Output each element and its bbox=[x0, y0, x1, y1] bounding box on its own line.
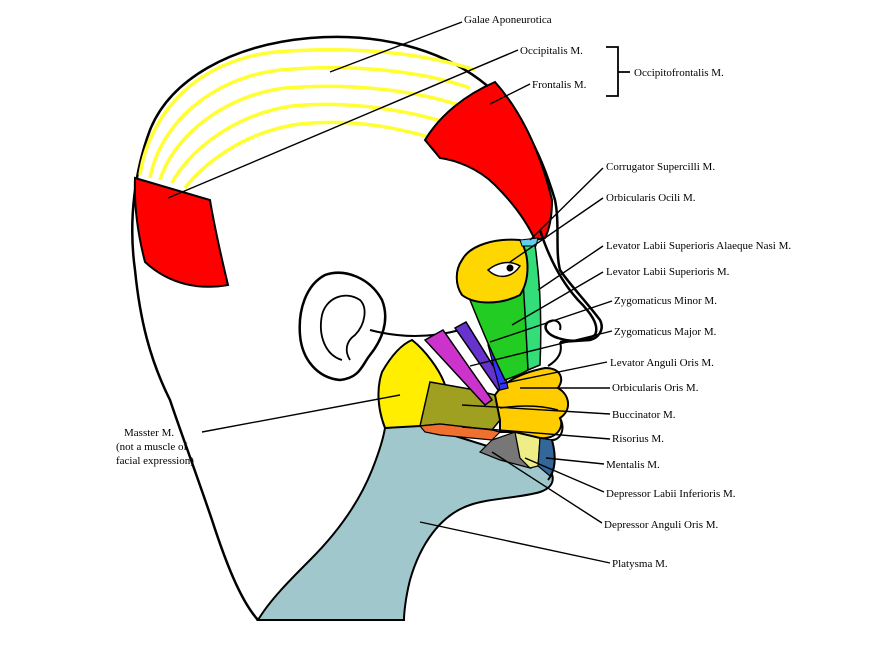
galea-aponeurotica bbox=[138, 47, 476, 190]
label-depressor-labii: Depressor Labii Inferioris M. bbox=[606, 488, 736, 500]
temple-line bbox=[369, 329, 461, 337]
leader-depressor-labii bbox=[524, 457, 605, 493]
label-mentalis: Mentalis M. bbox=[606, 459, 660, 471]
leader-orbicularis-oculi bbox=[509, 197, 604, 263]
label-frontalis: Frontalis M. bbox=[532, 79, 587, 91]
leader-lines bbox=[167, 21, 613, 564]
leader-corrugator bbox=[529, 167, 604, 241]
orbicularis-oris-muscle bbox=[493, 366, 569, 440]
leader-depressor-anguli bbox=[491, 451, 603, 524]
galea-arc-2 bbox=[148, 65, 471, 179]
galea-arc-4 bbox=[170, 102, 453, 184]
leader-levator-labii bbox=[511, 271, 604, 326]
label-masseter-1: Masster M. bbox=[124, 427, 174, 439]
ear-inner bbox=[320, 294, 366, 361]
head-outline bbox=[131, 35, 603, 621]
label-zyg-minor: Zygomaticus Minor M. bbox=[614, 295, 717, 307]
label-corrugator: Corrugator Supercilli M. bbox=[606, 161, 715, 173]
leader-galea bbox=[329, 21, 463, 73]
label-masseter-2: (not a muscle of bbox=[116, 441, 188, 453]
risorius-muscle bbox=[418, 423, 502, 441]
leader-buccinator bbox=[461, 404, 611, 415]
nose-profile bbox=[538, 229, 598, 342]
galea-arc-3 bbox=[158, 84, 463, 181]
occipitofrontalis-bracket bbox=[606, 46, 630, 97]
label-buccinator: Buccinator M. bbox=[612, 409, 676, 421]
label-masseter-3: facial expression) bbox=[116, 455, 194, 467]
leader-occipitalis bbox=[167, 49, 519, 199]
label-orbicularis-oculi: Orbicularis Ocili M. bbox=[606, 192, 696, 204]
pupil bbox=[506, 264, 514, 272]
label-platysma: Platysma M. bbox=[612, 558, 668, 570]
philtrum-line bbox=[547, 341, 562, 367]
label-levator-anguli: Levator Anguli Oris M. bbox=[610, 357, 714, 369]
occipitalis-muscle bbox=[133, 176, 230, 288]
ear bbox=[298, 271, 387, 382]
label-occipitofrontalis: Occipitofrontalis M. bbox=[634, 67, 724, 79]
leader-masseter bbox=[201, 394, 401, 433]
leader-frontalis bbox=[489, 83, 531, 105]
leader-levator-alaeque bbox=[537, 245, 604, 291]
label-levator-alaeque: Levator Labii Superioris Alaeque Nasi M. bbox=[606, 240, 791, 252]
label-levator-labii: Levator Labii Superioris M. bbox=[606, 266, 730, 278]
platysma-muscle bbox=[256, 423, 554, 621]
leader-risorius bbox=[461, 426, 611, 440]
leader-zyg-major bbox=[469, 330, 613, 367]
galea-arc-5 bbox=[183, 120, 441, 190]
label-depressor-anguli: Depressor Anguli Oris M. bbox=[604, 519, 719, 531]
leader-mentalis bbox=[545, 457, 605, 465]
label-risorius: Risorius M. bbox=[612, 433, 664, 445]
leader-zyg-minor bbox=[489, 300, 613, 343]
zygomaticus-major-muscle bbox=[423, 329, 494, 406]
label-occipitalis: Occipitalis M. bbox=[520, 45, 583, 57]
frontalis-muscle bbox=[423, 80, 554, 242]
label-galea: Galae Aponeurotica bbox=[464, 14, 552, 26]
label-orbicularis-oris: Orbicularis Oris M. bbox=[612, 382, 699, 394]
galea-arc-1 bbox=[138, 47, 476, 176]
leader-levator-anguli bbox=[499, 361, 608, 385]
leader-platysma bbox=[419, 521, 611, 564]
label-zyg-major: Zygomaticus Major M. bbox=[614, 326, 717, 338]
